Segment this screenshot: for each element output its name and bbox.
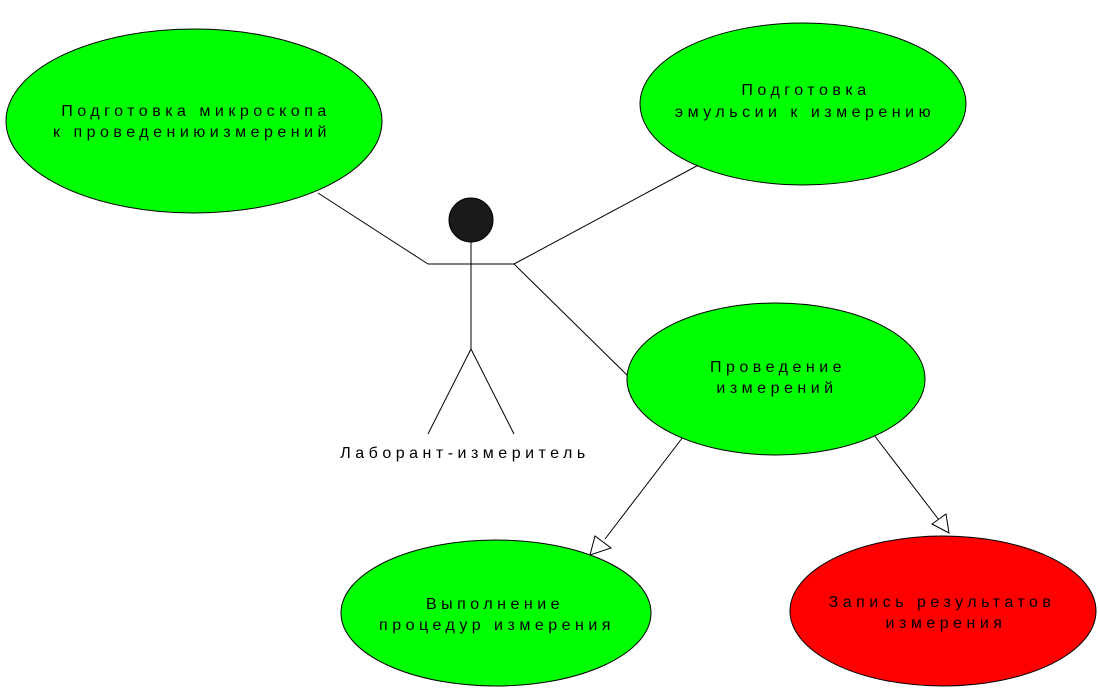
generalization-perform-to-record [873,434,950,534]
use-case-ellipse [626,302,926,456]
use-case-label-line1: Подготовка [741,82,870,99]
actor-left-leg [427,348,472,435]
use-case-label-line2: к проведениюизмерений [53,124,331,141]
use-case-record-results[interactable]: Запись результатов измерения [789,535,1097,687]
use-case-ellipse [340,539,652,687]
actor-label: Лаборант-измеритель [340,445,589,462]
actor-head [448,197,494,243]
association-actor-perform-measurements [513,263,629,377]
generalization-arrowhead [931,513,950,534]
use-case-ellipse [789,535,1097,687]
actor-lab-technician[interactable]: Лаборант-измеритель [340,197,589,462]
use-case-label-line2: измерений [716,380,837,397]
actor-right-leg [470,348,515,435]
use-case-label-line1: Выполнение [426,596,564,613]
association-actor-prepare-microscope [317,192,429,265]
use-case-label-line1: Проведение [710,359,846,376]
use-case-ellipse [5,28,383,214]
use-case-label-line1: Подготовка микроскопа [61,103,331,120]
use-case-label-line2: процедур измерения [379,617,615,634]
use-case-prepare-emulsion[interactable]: Подготовка эмульсии к измерению [639,22,967,186]
use-case-label-line2: эмульсии к измерению [675,104,935,121]
generalization-arrowhead [589,535,613,556]
use-case-label-line1: Запись результатов [829,594,1056,611]
use-case-ellipse [639,22,967,186]
association-actor-prepare-emulsion [513,160,707,265]
use-case-perform-measurements[interactable]: Проведение измерений [626,302,926,456]
generalization-perform-to-execute [589,436,684,556]
use-case-prepare-microscope[interactable]: Подготовка микроскопа к проведениюизмере… [5,28,383,214]
use-case-execute-procedures[interactable]: Выполнение процедур измерения [340,539,652,687]
use-case-label-line2: измерения [886,615,1007,632]
